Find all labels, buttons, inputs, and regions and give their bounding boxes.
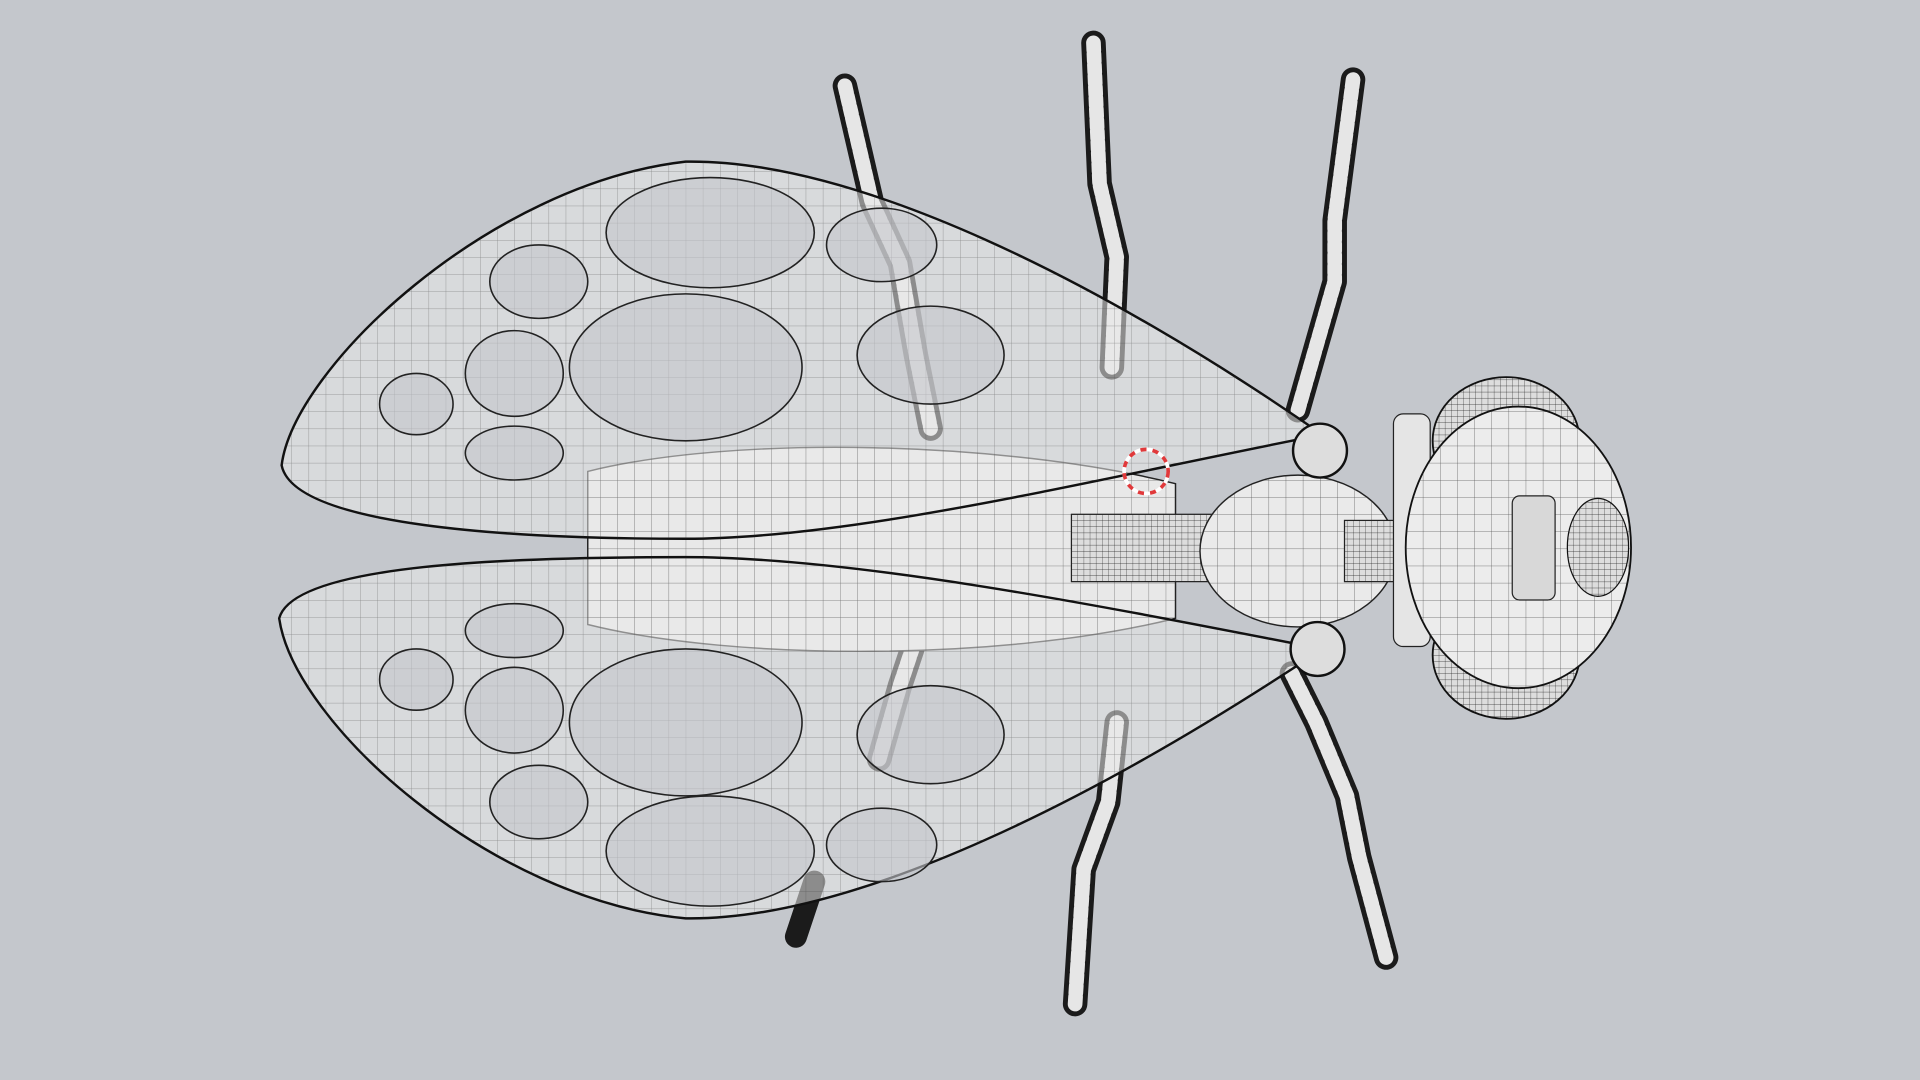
leg-upper-right bbox=[1285, 67, 1366, 423]
wing-joint-upper bbox=[1291, 422, 1349, 479]
head bbox=[1392, 376, 1632, 720]
leg-lower-right bbox=[1279, 661, 1399, 970]
3d-cursor-icon[interactable] bbox=[1122, 447, 1170, 496]
wing-joint-lower bbox=[1289, 620, 1346, 678]
wing-lower bbox=[277, 555, 1326, 920]
wing-upper bbox=[280, 160, 1326, 541]
